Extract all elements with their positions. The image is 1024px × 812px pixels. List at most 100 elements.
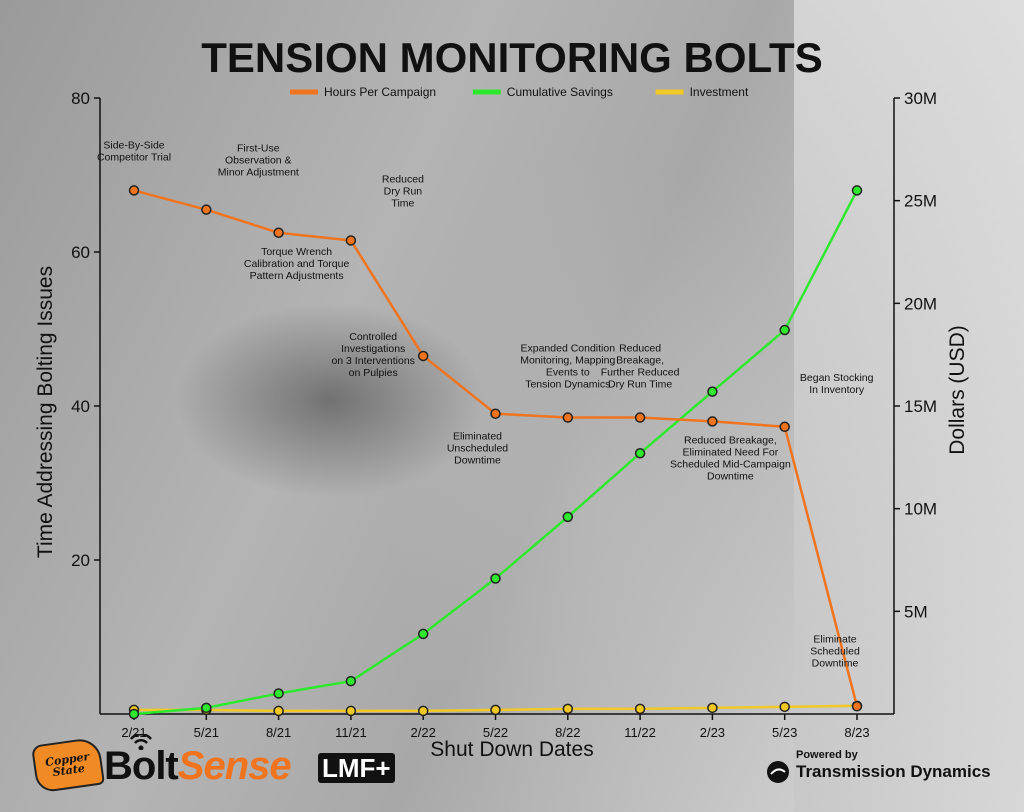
annotation-5-line-1: Unscheduled bbox=[447, 443, 508, 455]
annotation-8-line-0: Reduced Breakage, bbox=[684, 434, 777, 446]
x-tick-label-1: 5/21 bbox=[194, 725, 219, 740]
left-tick-label-3: 80 bbox=[71, 89, 90, 108]
series-1-point-1 bbox=[201, 702, 212, 714]
annotation-9-line-0: Began Stocking bbox=[800, 372, 874, 384]
series-1-point-7 bbox=[634, 447, 646, 459]
annotation-0-line-0: Side-By-Side bbox=[103, 139, 164, 151]
left-tick-label-1: 40 bbox=[71, 397, 90, 416]
annotation-5-line-2: Downtime bbox=[454, 455, 501, 467]
legend-label-0: Hours Per Campaign bbox=[324, 85, 436, 99]
annotation-10-line-0: Eliminate bbox=[813, 633, 856, 645]
right-tick-label-1: 10M bbox=[904, 500, 937, 519]
series-2-point-3 bbox=[345, 705, 357, 717]
series-2-point-5 bbox=[490, 704, 501, 716]
series-0-point-3 bbox=[345, 235, 357, 246]
annotation-7-line-0: Reduced bbox=[619, 343, 661, 355]
right-tick-label-2: 15M bbox=[904, 397, 937, 416]
right-tick-label-0: 5M bbox=[904, 602, 928, 621]
transmission-dynamics-name: Transmission Dynamics bbox=[796, 762, 991, 781]
series-0-point-4 bbox=[417, 350, 429, 362]
x-tick-label-6: 8/22 bbox=[555, 725, 580, 740]
transmission-dynamics-icon bbox=[767, 761, 789, 783]
right-tick-label-3: 20M bbox=[904, 294, 937, 313]
x-axis-title: Shut Down Dates bbox=[430, 738, 593, 761]
annotation-2-line-1: Calibration and Torque bbox=[244, 258, 350, 270]
background-structure bbox=[794, 0, 1024, 812]
legend-label-2: Investment bbox=[690, 85, 749, 99]
series-0-point-0 bbox=[128, 185, 140, 196]
series-0-point-10 bbox=[851, 701, 863, 712]
series-0-point-9 bbox=[779, 421, 790, 433]
x-tick-label-4: 2/22 bbox=[411, 725, 436, 740]
copper-state-logo-text: Copper State bbox=[44, 750, 91, 780]
x-tick-label-9: 5/23 bbox=[772, 725, 797, 740]
series-1-point-9 bbox=[779, 324, 790, 336]
series-1-point-8 bbox=[707, 386, 718, 397]
series-0-point-7 bbox=[634, 412, 646, 423]
legend-label-1: Cumulative Savings bbox=[507, 85, 613, 99]
annotation-4-line-3: on Pulpies bbox=[349, 367, 398, 379]
series-2-point-4 bbox=[417, 705, 429, 717]
annotation-6-line-0: Expanded Condition bbox=[521, 343, 616, 355]
annotation-5-line-0: Eliminated bbox=[453, 431, 502, 443]
x-tick-label-2: 8/21 bbox=[266, 725, 291, 740]
annotation-4-line-0: Controlled bbox=[349, 331, 397, 343]
boltsense-logo: BoltSense bbox=[104, 742, 292, 790]
right-axis-title: Dollars (USD) bbox=[946, 325, 969, 455]
annotation-0-line-1: Competitor Trial bbox=[97, 151, 171, 163]
series-2-point-2 bbox=[273, 705, 284, 717]
series-0-point-2 bbox=[273, 227, 284, 238]
series-0-point-1 bbox=[201, 204, 212, 215]
series-2-point-6 bbox=[562, 703, 574, 715]
annotation-6-line-3: Tension Dynamics bbox=[525, 379, 610, 391]
annotation-6-line-1: Monitoring, Mapping bbox=[520, 355, 615, 367]
powered-by-label: Powered by bbox=[796, 749, 858, 761]
series-2-point-9 bbox=[779, 701, 790, 713]
series-0-point-6 bbox=[562, 412, 574, 423]
x-tick-label-3: 11/21 bbox=[335, 725, 367, 740]
x-tick-label-5: 5/22 bbox=[483, 725, 508, 740]
annotation-3-line-2: Time bbox=[391, 197, 414, 209]
x-tick-label-7: 11/22 bbox=[624, 725, 656, 740]
right-tick-label-5: 30M bbox=[904, 89, 937, 108]
series-1-point-10 bbox=[851, 185, 863, 196]
series-2-point-7 bbox=[634, 703, 646, 715]
left-tick-label-2: 60 bbox=[71, 243, 90, 262]
boltsense-logo-bolt: Bolt bbox=[104, 744, 179, 788]
series-0-point-5 bbox=[490, 408, 501, 419]
annotation-1-line-1: Observation & bbox=[225, 155, 292, 167]
annotation-2-line-2: Pattern Adjustments bbox=[250, 270, 344, 282]
series-0-point-8 bbox=[707, 416, 718, 427]
left-axis-title: Time Addressing Bolting Issues bbox=[34, 266, 57, 558]
series-1-point-0 bbox=[128, 708, 140, 720]
series-1-point-5 bbox=[490, 573, 501, 584]
right-tick-label-4: 25M bbox=[904, 192, 937, 211]
x-tick-label-0: 2/21 bbox=[121, 725, 146, 740]
annotation-8-line-3: Downtime bbox=[707, 470, 754, 482]
annotation-10-line-1: Scheduled bbox=[810, 645, 860, 657]
x-tick-label-8: 2/23 bbox=[700, 725, 725, 740]
annotation-6-line-2: Events to bbox=[546, 367, 590, 379]
lmf-logo: LMF+ bbox=[318, 753, 395, 783]
annotation-1-line-0: First-Use bbox=[237, 143, 280, 155]
annotation-3-line-0: Reduced bbox=[382, 173, 424, 185]
transmission-dynamics-logo: Transmission Dynamics bbox=[766, 760, 991, 784]
annotation-7-line-2: Further Reduced bbox=[601, 367, 680, 379]
series-1-point-2 bbox=[273, 688, 284, 699]
annotation-7-line-3: Dry Run Time bbox=[608, 379, 672, 391]
annotation-7-line-1: Breakage, bbox=[616, 355, 664, 367]
series-1-point-3 bbox=[345, 675, 357, 687]
annotation-1-line-2: Minor Adjustment bbox=[218, 167, 299, 179]
copper-state-logo: Copper State bbox=[30, 736, 106, 794]
annotation-2-line-0: Torque Wrench bbox=[261, 246, 332, 258]
boltsense-logo-sense: Sense bbox=[177, 744, 292, 788]
series-1-point-6 bbox=[562, 511, 574, 523]
annotation-4-line-2: on 3 Interventions bbox=[331, 355, 414, 367]
annotation-3-line-1: Dry Run bbox=[384, 185, 423, 197]
wifi-icon bbox=[130, 734, 152, 750]
annotation-8-line-2: Scheduled Mid-Campaign bbox=[670, 458, 791, 470]
left-tick-label-0: 20 bbox=[71, 551, 90, 570]
series-1-point-4 bbox=[417, 628, 429, 640]
annotation-4-line-1: Investigations bbox=[341, 343, 405, 355]
